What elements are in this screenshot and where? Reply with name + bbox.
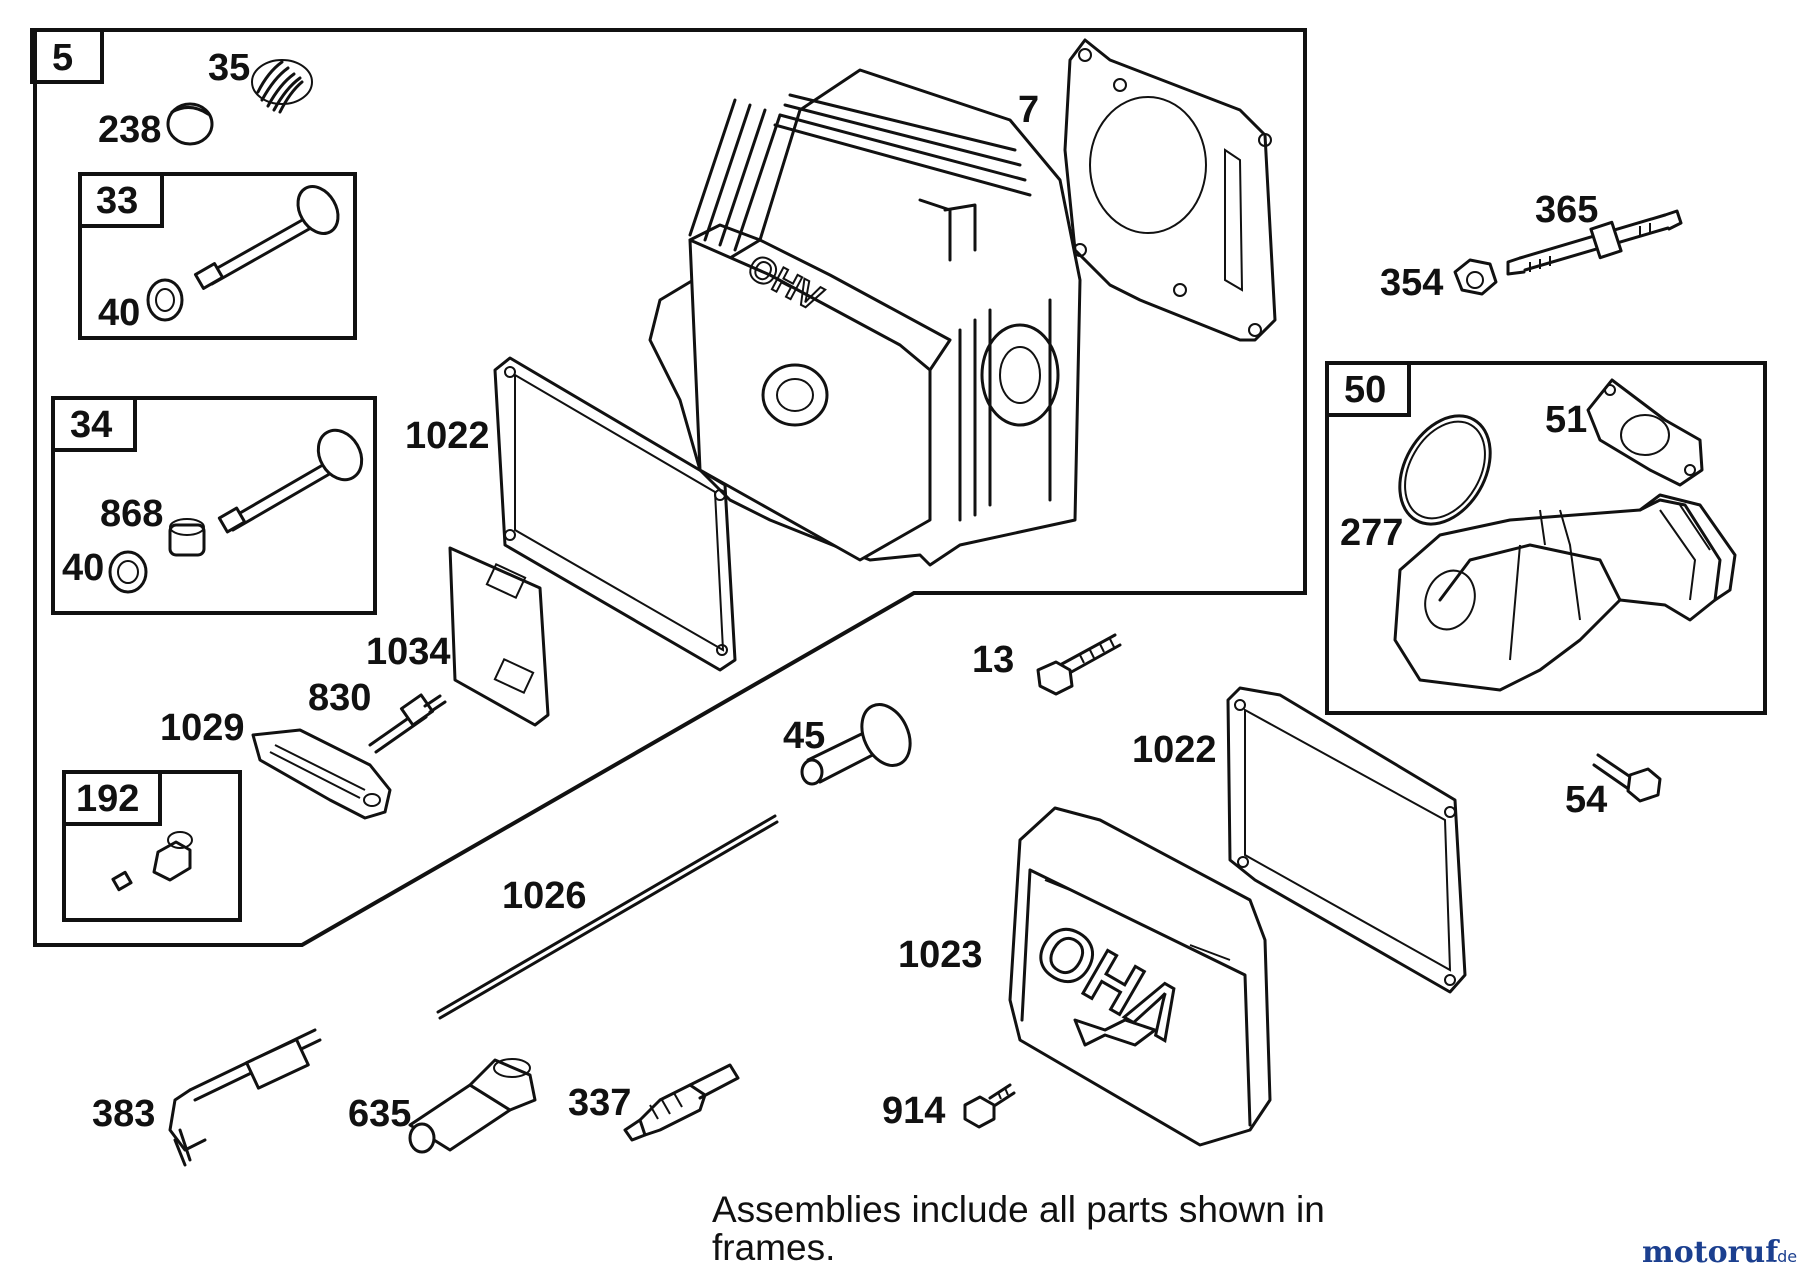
frame-5-label: 5 (52, 37, 73, 79)
label-1022-a: 1022 (405, 415, 490, 457)
label-354: 354 (1380, 262, 1443, 304)
label-40-b: 40 (62, 547, 104, 589)
label-7: 7 (1018, 89, 1039, 131)
label-54: 54 (1565, 779, 1607, 821)
frame-192-label: 192 (76, 778, 139, 820)
valve-tool-part (168, 1028, 322, 1167)
intake-gasket-part (1586, 378, 1704, 487)
frame-34-outline (51, 396, 377, 615)
label-365: 365 (1535, 189, 1598, 231)
exhaust-valve-part (217, 428, 364, 534)
frame-34-tab (51, 396, 137, 452)
label-635: 635 (348, 1093, 411, 1135)
spring-part (251, 59, 313, 114)
frame-5-outline (33, 28, 1307, 947)
label-51: 51 (1545, 399, 1587, 441)
assembly-note-line-2: frames. (712, 1227, 835, 1268)
intake-manifold-part (1393, 493, 1737, 692)
screw-adjust-part (111, 831, 193, 892)
label-383: 383 (92, 1093, 155, 1135)
label-1022-b: 1022 (1132, 729, 1217, 771)
label-1026: 1026 (502, 875, 587, 917)
rocker-cover-gasket-part-a (493, 356, 737, 672)
valve-tappet-part (800, 703, 912, 786)
label-13: 13 (972, 639, 1014, 681)
frame-192-tab (62, 770, 162, 826)
rocker-arm-part (251, 728, 392, 820)
o-ring-part (1398, 414, 1492, 526)
screw-914-part (963, 1083, 1016, 1129)
label-45: 45 (783, 715, 825, 757)
frame-34-label: 34 (70, 404, 112, 446)
label-1023: 1023 (898, 934, 983, 976)
valve-rotator-part (168, 518, 206, 557)
frame-33-outline (78, 172, 357, 340)
watermark-logo: motoruf .de (1642, 1235, 1797, 1270)
bolt-13-part (1036, 633, 1122, 696)
valve-seal-part-a (146, 278, 184, 322)
svg-text:motoruf: motoruf (1642, 1235, 1780, 1270)
valve-cap-part (166, 102, 214, 146)
rocker-cover-part: OHV (1008, 806, 1272, 1147)
label-1029: 1029 (160, 707, 245, 749)
label-238: 238 (98, 109, 161, 151)
label-337: 337 (568, 1082, 631, 1124)
label-277: 277 (1340, 512, 1403, 554)
frame-33-tab (78, 172, 164, 228)
label-40-a: 40 (98, 292, 140, 334)
spark-plug-part (623, 1063, 740, 1142)
intake-stud-part (1506, 209, 1683, 276)
frame-33-label: 33 (96, 180, 138, 222)
assembly-note-line-1: Assemblies include all parts shown in (712, 1189, 1325, 1230)
label-35: 35 (208, 47, 250, 89)
head-gasket-part (1063, 38, 1277, 342)
hex-nut-part (1453, 258, 1498, 296)
intake-valve-part (193, 185, 340, 290)
breather-plate-part (448, 546, 550, 727)
frame-50-label: 50 (1344, 369, 1386, 411)
svg-text:.de: .de (1772, 1247, 1797, 1266)
valve-seal-part-b (108, 550, 148, 594)
bolt-54-part (1592, 753, 1662, 803)
label-830: 830 (308, 677, 371, 719)
rocker-cover-gasket-part-b (1226, 686, 1467, 994)
valve-guide-part (408, 1058, 537, 1154)
frame-50-tab (1325, 361, 1411, 417)
push-rod-part (436, 814, 779, 1020)
frame-50-outline (1325, 361, 1767, 715)
label-1034: 1034 (366, 631, 451, 673)
rocker-stud-part (368, 693, 447, 754)
label-868: 868 (100, 493, 163, 535)
frame-5-tab (30, 28, 104, 84)
cylinder-head-part: OHV (648, 68, 1082, 567)
label-914: 914 (882, 1090, 945, 1132)
